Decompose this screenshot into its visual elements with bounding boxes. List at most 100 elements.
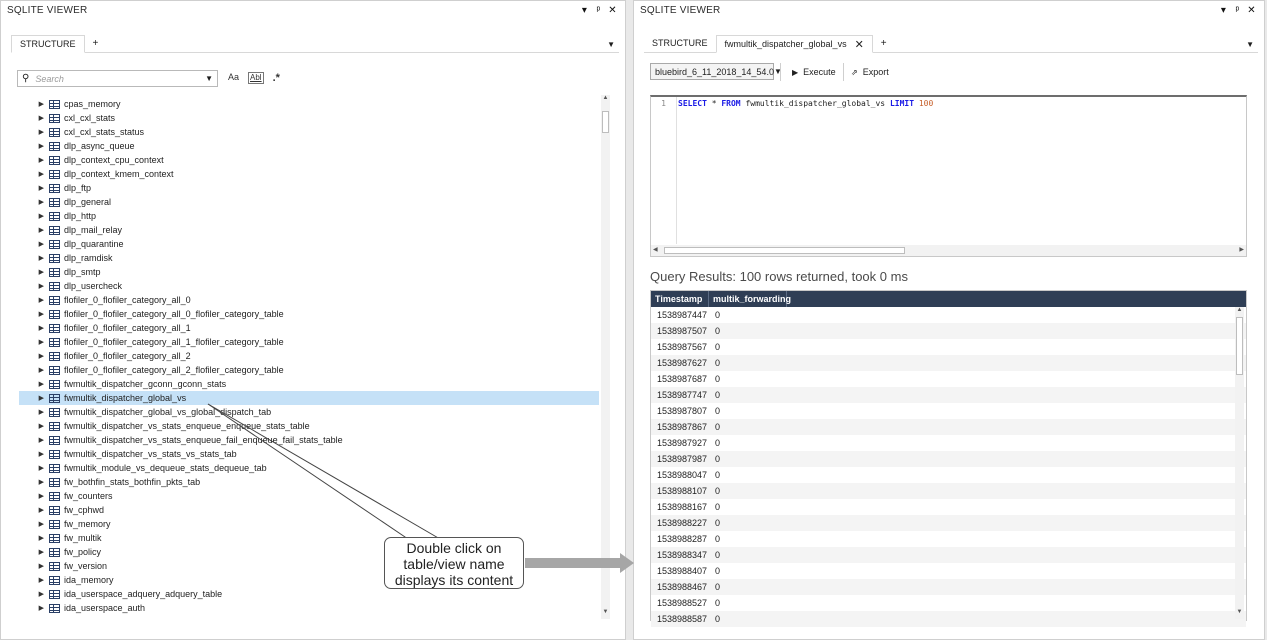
- add-tab-button[interactable]: +: [880, 37, 887, 49]
- sql-query[interactable]: SELECT * FROM fwmultik_dispatcher_global…: [678, 99, 934, 108]
- tree-item[interactable]: ▶flofiler_0_flofiler_category_all_0_flof…: [19, 307, 599, 321]
- expand-arrow-icon[interactable]: ▶: [38, 101, 44, 108]
- tree-item[interactable]: ▶fw_policy: [19, 545, 599, 559]
- tree-item[interactable]: ▶fw_bothfin_stats_bothfin_pkts_tab: [19, 475, 599, 489]
- expand-arrow-icon[interactable]: ▶: [38, 213, 44, 220]
- expand-arrow-icon[interactable]: ▶: [38, 381, 44, 388]
- tree-item[interactable]: ▶fwmultik_dispatcher_vs_stats_enqueue_en…: [19, 419, 599, 433]
- expand-arrow-icon[interactable]: ▶: [38, 171, 44, 178]
- pin-icon[interactable]: ᵖ: [596, 4, 601, 16]
- expand-arrow-icon[interactable]: ▶: [38, 255, 44, 262]
- expand-arrow-icon[interactable]: ▶: [38, 227, 44, 234]
- expand-arrow-icon[interactable]: ▶: [38, 325, 44, 332]
- tree-item[interactable]: ▶fw_cphwd: [19, 503, 599, 517]
- expand-arrow-icon[interactable]: ▶: [38, 157, 44, 164]
- scroll-down-icon[interactable]: ▼: [602, 609, 609, 615]
- tab-structure[interactable]: STRUCTURE: [644, 34, 716, 52]
- tree-item[interactable]: ▶fwmultik_dispatcher_global_vs_global_di…: [19, 405, 599, 419]
- expand-arrow-icon[interactable]: ▶: [38, 129, 44, 136]
- regex-button-icon[interactable]: .*: [272, 72, 280, 84]
- tab-structure[interactable]: STRUCTURE: [11, 35, 85, 53]
- tree-item[interactable]: ▶ida_userspace_auth: [19, 601, 599, 615]
- tree-item[interactable]: ▶dlp_ramdisk: [19, 251, 599, 265]
- tree-item[interactable]: ▶flofiler_0_flofiler_category_all_0: [19, 293, 599, 307]
- expand-arrow-icon[interactable]: ▶: [38, 185, 44, 192]
- tree-item[interactable]: ▶ida_memory: [19, 573, 599, 587]
- expand-arrow-icon[interactable]: ▶: [38, 241, 44, 248]
- scroll-thumb[interactable]: [1236, 317, 1243, 375]
- scroll-thumb[interactable]: [664, 247, 905, 254]
- pin-icon[interactable]: ᵖ: [1235, 4, 1240, 16]
- expand-arrow-icon[interactable]: ▶: [38, 283, 44, 290]
- whole-word-button[interactable]: Abl: [248, 72, 264, 84]
- tree-item[interactable]: ▶cxl_cxl_stats_status: [19, 125, 599, 139]
- expand-arrow-icon[interactable]: ▶: [38, 297, 44, 304]
- match-case-button[interactable]: Aa: [228, 72, 240, 82]
- tree-item[interactable]: ▶cxl_cxl_stats: [19, 111, 599, 125]
- expand-arrow-icon[interactable]: ▶: [38, 143, 44, 150]
- tree-item[interactable]: ▶fwmultik_dispatcher_global_vs: [19, 391, 599, 405]
- expand-arrow-icon[interactable]: ▶: [38, 395, 44, 402]
- tree-item[interactable]: ▶dlp_general: [19, 195, 599, 209]
- scroll-left-icon[interactable]: ◀: [653, 247, 658, 253]
- expand-arrow-icon[interactable]: ▶: [38, 339, 44, 346]
- tree-item[interactable]: ▶flofiler_0_flofiler_category_all_1_flof…: [19, 335, 599, 349]
- tree-item[interactable]: ▶dlp_smtp: [19, 265, 599, 279]
- tab-menu-icon[interactable]: ▼: [607, 40, 615, 49]
- sql-editor[interactable]: 1 SELECT * FROM fwmultik_dispatcher_glob…: [650, 95, 1247, 257]
- tab-menu-icon[interactable]: ▼: [1246, 40, 1254, 49]
- tree-item[interactable]: ▶flofiler_0_flofiler_category_all_2_flof…: [19, 363, 599, 377]
- expand-arrow-icon[interactable]: ▶: [38, 115, 44, 122]
- expand-arrow-icon[interactable]: ▶: [38, 353, 44, 360]
- expand-arrow-icon[interactable]: ▶: [38, 577, 44, 584]
- tree-item[interactable]: ▶fwmultik_module_vs_dequeue_stats_dequeu…: [19, 461, 599, 475]
- tree-item[interactable]: ▶fw_counters: [19, 489, 599, 503]
- expand-arrow-icon[interactable]: ▶: [38, 507, 44, 514]
- dropdown-icon[interactable]: ▾: [1220, 4, 1227, 16]
- tree-item[interactable]: ▶fwmultik_dispatcher_gconn_gconn_stats: [19, 377, 599, 391]
- tree-scrollbar[interactable]: ▲ ▼: [601, 95, 610, 619]
- scroll-down-icon[interactable]: ▼: [1236, 609, 1243, 615]
- expand-arrow-icon[interactable]: ▶: [38, 549, 44, 556]
- expand-arrow-icon[interactable]: ▶: [38, 465, 44, 472]
- tree-item[interactable]: ▶fw_version: [19, 559, 599, 573]
- scroll-right-icon[interactable]: ▶: [1239, 247, 1244, 253]
- close-icon[interactable]: ✕: [1247, 4, 1256, 16]
- close-tab-icon[interactable]: ✕: [854, 38, 864, 51]
- tree-item[interactable]: ▶dlp_quarantine: [19, 237, 599, 251]
- tree-item[interactable]: ▶ida_userspace_adquery_adquery_table: [19, 587, 599, 601]
- tree-item[interactable]: ▶fw_multik: [19, 531, 599, 545]
- tab-query[interactable]: fwmultik_dispatcher_global_vs ✕: [715, 35, 873, 53]
- tree-item[interactable]: ▶fwmultik_dispatcher_vs_stats_enqueue_fa…: [19, 433, 599, 447]
- expand-arrow-icon[interactable]: ▶: [38, 591, 44, 598]
- export-button[interactable]: ⇗ Export: [851, 64, 889, 80]
- close-icon[interactable]: ✕: [608, 4, 617, 16]
- tree-item[interactable]: ▶dlp_ftp: [19, 181, 599, 195]
- scroll-up-icon[interactable]: ▲: [602, 95, 609, 101]
- column-header-timestamp[interactable]: Timestamp: [651, 291, 709, 307]
- expand-arrow-icon[interactable]: ▶: [38, 423, 44, 430]
- tree-item[interactable]: ▶cpas_memory: [19, 97, 599, 111]
- search-input[interactable]: ⚲ Search ▼: [17, 70, 218, 87]
- tree-item[interactable]: ▶dlp_async_queue: [19, 139, 599, 153]
- tree-item[interactable]: ▶dlp_http: [19, 209, 599, 223]
- expand-arrow-icon[interactable]: ▶: [38, 521, 44, 528]
- tree-item[interactable]: ▶fw_memory: [19, 517, 599, 531]
- execute-button[interactable]: ▶ Execute: [792, 64, 836, 80]
- tree-item[interactable]: ▶dlp_usercheck: [19, 279, 599, 293]
- scroll-up-icon[interactable]: ▲: [1236, 307, 1243, 313]
- expand-arrow-icon[interactable]: ▶: [38, 311, 44, 318]
